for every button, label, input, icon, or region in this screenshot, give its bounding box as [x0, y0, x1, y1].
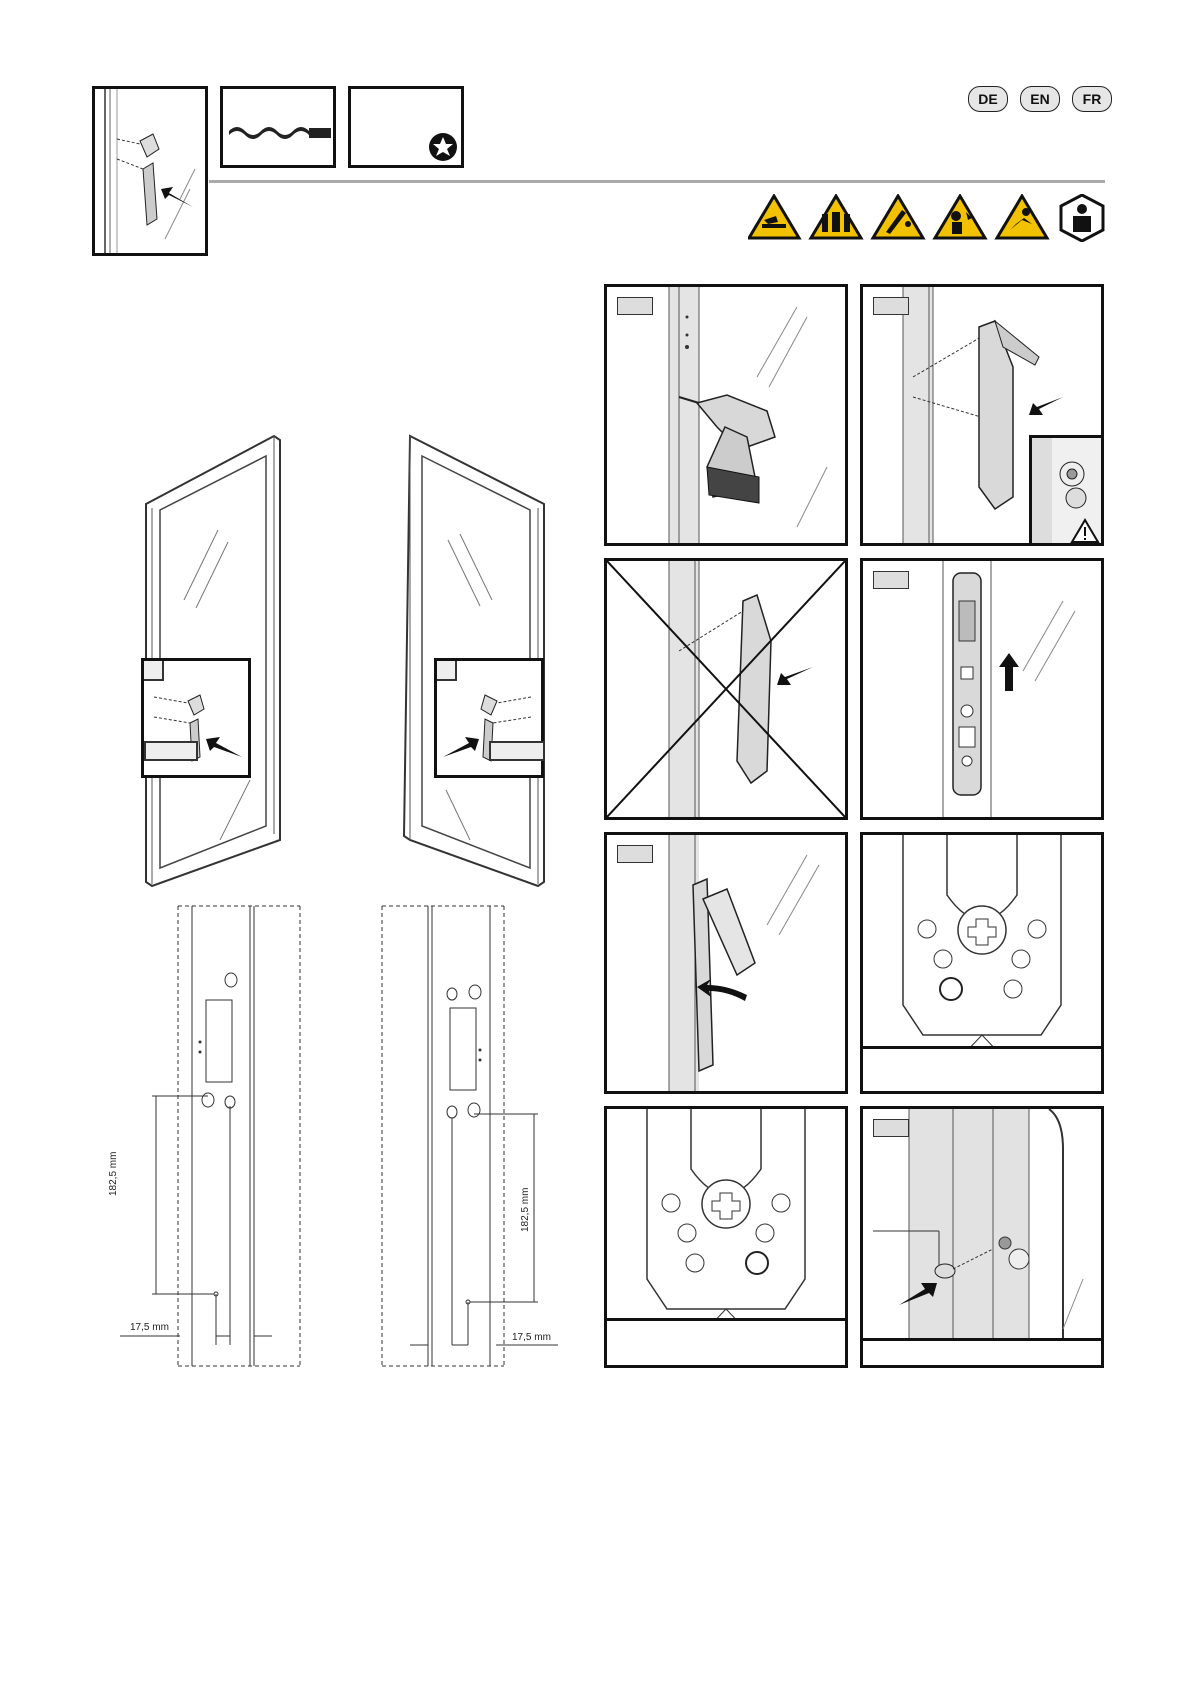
- step-panel-closeup-b: [604, 1106, 848, 1368]
- overview-thumbnail: [92, 86, 208, 256]
- installer-icon: [1061, 195, 1103, 241]
- caution-triangle-icon: [1070, 518, 1100, 544]
- trip-warning-icon: [997, 196, 1047, 238]
- lang-badge-fr[interactable]: FR: [1072, 86, 1112, 112]
- step-panel-slide: [860, 558, 1104, 820]
- dimension-offset-right: 17,5 mm: [512, 1332, 551, 1343]
- torx-box: [348, 86, 464, 168]
- step-panel-screw: [860, 1106, 1104, 1368]
- step-number-tag: [617, 297, 653, 315]
- hand-crush-warning-icon: [749, 196, 799, 238]
- step-panel-drill: [604, 284, 848, 546]
- header-divider: [209, 180, 1105, 183]
- door-left-detail-box: [141, 658, 251, 778]
- caption-bar: [863, 1046, 1101, 1091]
- step-number-tag: [617, 845, 653, 863]
- step-number-tag: [873, 571, 909, 589]
- warning-icons-row: [748, 194, 1108, 242]
- step-panel-closeup-a: [860, 832, 1104, 1094]
- inset-detail: [1029, 435, 1104, 546]
- profile-drawing-right: [378, 900, 568, 1370]
- head-impact-warning-icon: [935, 196, 985, 238]
- door-right-detail-box: [434, 658, 544, 778]
- step-number-tag: [873, 297, 909, 315]
- falling-panel-warning-icon: [873, 196, 923, 238]
- caption-bar: [863, 1338, 1101, 1365]
- dimension-offset-left: 17,5 mm: [130, 1322, 169, 1333]
- step-panel-mount: [860, 284, 1104, 546]
- dimension-height-right: 182,5 mm: [520, 1188, 531, 1232]
- drill-bit-box: [220, 86, 336, 168]
- drill-bit-icon: [223, 89, 333, 165]
- lang-badge-en[interactable]: EN: [1020, 86, 1060, 112]
- step-panel-flip: [604, 832, 848, 1094]
- step-number-tag: [873, 1119, 909, 1137]
- profile-drawing-left: [120, 900, 310, 1370]
- dimension-height-left: 182,5 mm: [108, 1152, 119, 1196]
- assembly-team-warning-icon: [811, 196, 861, 238]
- lang-badge-de[interactable]: DE: [968, 86, 1008, 112]
- caption-bar: [607, 1318, 845, 1365]
- torx-star-icon: [351, 89, 461, 165]
- step-panel-incorrect: [604, 558, 848, 820]
